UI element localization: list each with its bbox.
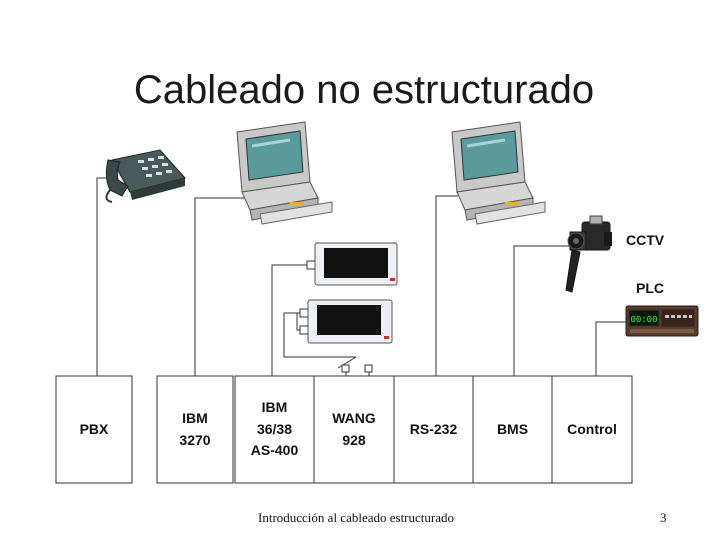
box-label-bms: BMS (473, 376, 552, 483)
slide-title: Cableado no estructurado (133, 68, 595, 112)
line-terminal2-ibm3638-a (283, 312, 297, 357)
box-line: AS-400 (250, 442, 299, 459)
line-terminal1-ibm3638 (271, 264, 307, 376)
telephone-icon (105, 149, 186, 203)
terminal-icon (307, 299, 393, 344)
footer-text: Introducción al cableado estructurado (258, 510, 454, 525)
device-boxes (55, 375, 633, 484)
box-label-wang: WANG 928 (314, 376, 394, 483)
page-number: 3 (660, 510, 667, 525)
box-label-rs232: RS-232 (394, 376, 473, 483)
box-line: IBM (261, 398, 288, 415)
connector (341, 364, 350, 373)
box-line: 3270 (179, 431, 211, 448)
box-line: PBX (79, 420, 109, 437)
box-control (551, 375, 633, 484)
connector (306, 260, 316, 270)
box-line: WANG (332, 409, 376, 426)
plc-label: PLC (636, 280, 664, 296)
box-ibm3270 (156, 375, 234, 484)
box-line: BMS (496, 420, 529, 437)
box-label-ibm3270: IBM 3270 (157, 376, 233, 483)
box-label-control: Control (552, 376, 632, 483)
box-line: 36/38 (256, 420, 293, 437)
line-pc1-ibm3270 (194, 197, 245, 376)
box-line: Control (567, 420, 617, 437)
connector (364, 364, 373, 373)
box-wang (313, 375, 395, 484)
line-plc-control (595, 321, 626, 376)
line-camera-bms (513, 245, 570, 376)
line-ibm3638-diag (337, 356, 357, 369)
box-line: RS-232 (409, 420, 458, 437)
line-phone-pbx (96, 177, 112, 376)
box-label-ibm3638: IBM 36/38 AS-400 (235, 376, 314, 483)
computer-icon (451, 121, 546, 225)
connectors (299, 260, 373, 373)
video-camera-icon (565, 215, 612, 293)
box-line: IBM (182, 409, 208, 426)
cctv-label: CCTV (626, 232, 665, 248)
plc-device-icon: 00:00 (625, 305, 699, 337)
computer-icon (236, 121, 333, 225)
box-ibm3638 (234, 375, 315, 484)
plc-display-text: 00:00 (630, 315, 657, 325)
connector (299, 325, 309, 335)
box-pbx (55, 375, 133, 484)
box-label-pbx: PBX (56, 376, 132, 483)
terminal-icon (314, 242, 398, 286)
box-line: 928 (342, 431, 366, 448)
connector (299, 308, 309, 318)
line-pc2-rs232 (435, 195, 458, 376)
